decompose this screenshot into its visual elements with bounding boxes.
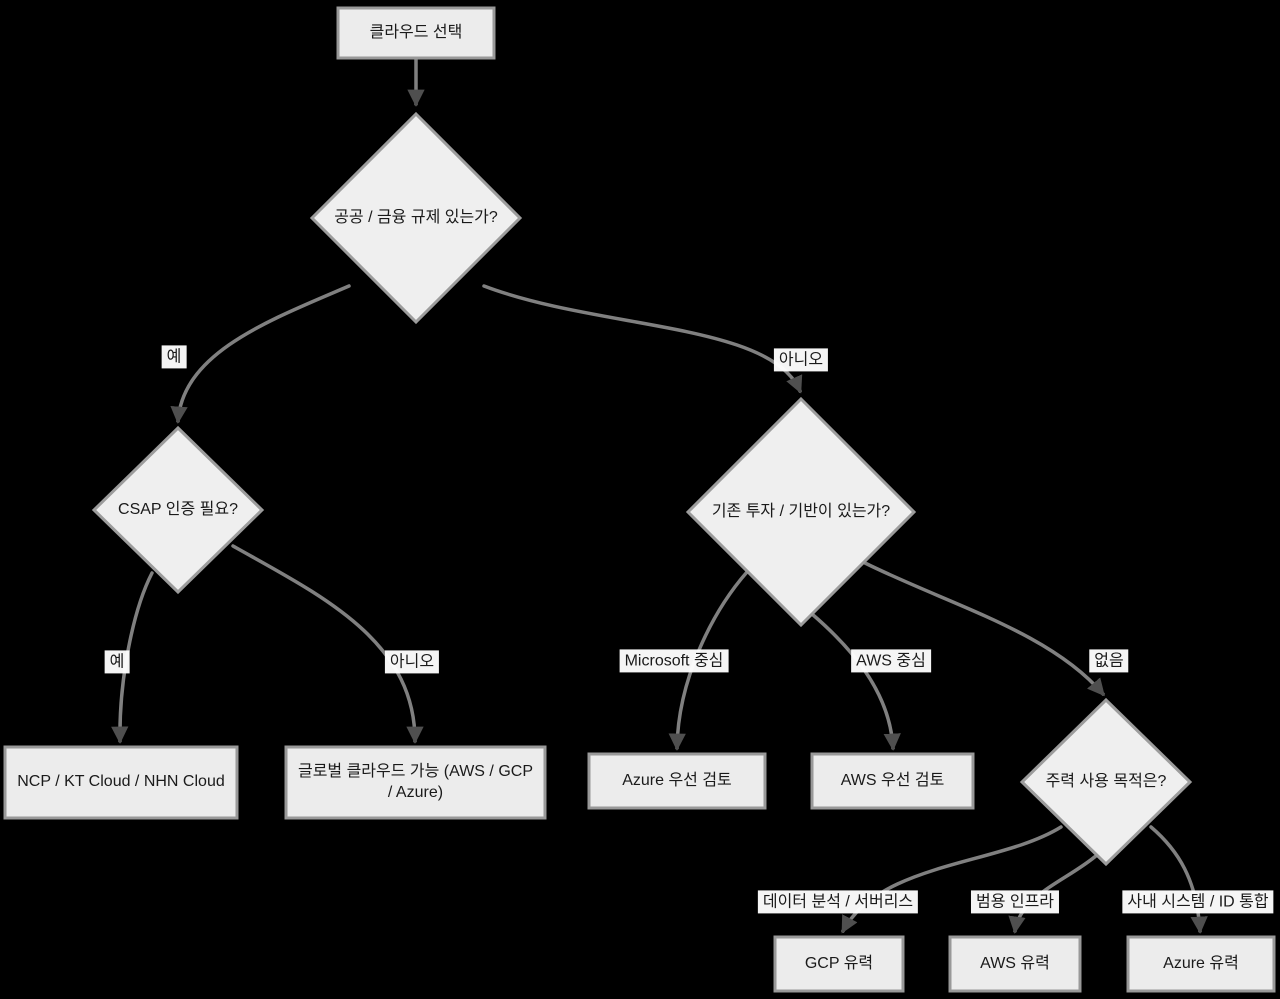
node-shape-aws-first bbox=[810, 752, 975, 810]
edge-label-data-serverless: 데이터 분석 / 서버리스 bbox=[757, 890, 919, 914]
node-label-azure-first: Azure 우선 검토 bbox=[622, 771, 732, 789]
node-label-aws-first: AWS 우선 검토 bbox=[840, 771, 945, 789]
edge-label-no-2: 아니오 bbox=[384, 650, 440, 674]
edge-q-existing-aws-first bbox=[810, 612, 901, 751]
edge-q-purpose-azure-likely bbox=[1149, 825, 1208, 934]
edge-q-existing-q-purpose bbox=[863, 561, 1105, 697]
node-shape-azure-first bbox=[587, 752, 767, 810]
edge-label-yes-1: 예 bbox=[161, 345, 187, 369]
node-shape-start bbox=[336, 6, 496, 60]
edge-label-yes-2: 예 bbox=[104, 650, 130, 674]
edge-label-microsoft-centric: Microsoft 중심 bbox=[619, 649, 729, 673]
node-shape-q-purpose bbox=[1019, 697, 1193, 867]
node-label-start: 클라우드 선택 bbox=[369, 23, 463, 41]
node-label-q-existing: 기존 투자 / 기반이 있는가? bbox=[711, 502, 891, 520]
edge-q-csap-global-clouds bbox=[231, 544, 424, 744]
edge-q-purpose-aws-likely bbox=[1008, 853, 1099, 934]
node-shape-q-csap bbox=[91, 425, 265, 595]
node-label-azure-likely: Azure 유력 bbox=[1163, 954, 1239, 972]
node-shape-aws-likely bbox=[948, 935, 1082, 993]
node-shape-q-regulation bbox=[309, 111, 523, 325]
node-label-q-purpose: 주력 사용 목적은? bbox=[1045, 772, 1167, 790]
edge-label-internal-id: 사내 시스템 / ID 통합 bbox=[1122, 890, 1274, 914]
node-label-global-clouds: 글로벌 클라우드 가능 (AWS / GCP / Azure) bbox=[297, 762, 533, 801]
node-label-q-regulation: 공공 / 금융 규제 있는가? bbox=[334, 208, 498, 226]
edge-label-aws-centric: AWS 중심 bbox=[851, 649, 931, 673]
node-shape-q-existing bbox=[685, 396, 917, 628]
node-label-aws-likely: AWS 유력 bbox=[980, 954, 1050, 972]
node-shape-gcp-likely bbox=[773, 935, 905, 993]
edge-label-none: 없음 bbox=[1089, 649, 1129, 673]
node-shape-global-clouds bbox=[284, 745, 547, 820]
edge-q-regulation-q-csap bbox=[170, 284, 351, 424]
node-shape-azure-likely bbox=[1126, 935, 1276, 993]
node-label-gcp-likely: GCP 유력 bbox=[804, 954, 874, 972]
edge-label-no-1: 아니오 bbox=[773, 348, 829, 372]
edge-q-csap-korean-clouds bbox=[111, 571, 154, 744]
node-label-korean-clouds: NCP / KT Cloud / NHN Cloud bbox=[17, 773, 225, 791]
edge-q-purpose-gcp-likely bbox=[841, 825, 1063, 934]
edge-label-general-infra: 범용 인프라 bbox=[970, 890, 1060, 914]
node-label-q-csap: CSAP 인증 필요? bbox=[118, 500, 238, 518]
edge-q-regulation-q-existing bbox=[482, 284, 803, 394]
node-shape-korean-clouds bbox=[3, 745, 239, 820]
